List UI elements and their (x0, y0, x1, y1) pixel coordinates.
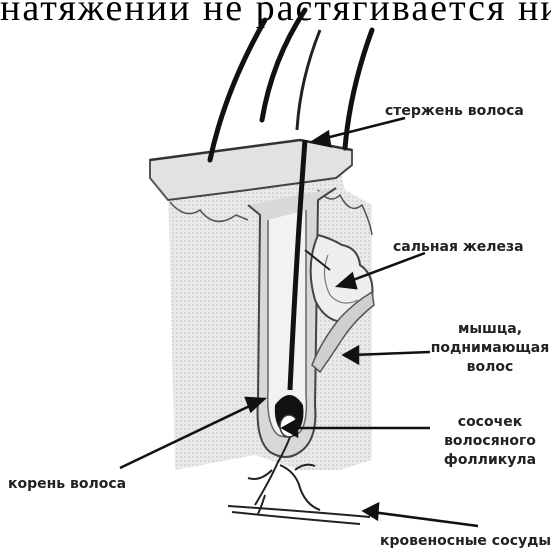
label-line: волос (430, 358, 550, 377)
label-line: фолликула (430, 451, 550, 470)
hair-strand (210, 20, 265, 160)
label-papilla: сосочек волосяного фолликула (430, 413, 550, 470)
label-line: поднимающая (430, 339, 550, 358)
label-hair-root: корень волоса (8, 475, 126, 494)
hair-strand (297, 30, 320, 130)
label-blood-vessels: кровеносные сосуды (380, 532, 551, 551)
label-line: сосочек (430, 413, 550, 432)
label-line: волосяного (430, 432, 550, 451)
label-arrector-pili-muscle: мышца, поднимающая волос (430, 320, 550, 377)
label-hair-shaft: стержень волоса (385, 102, 524, 121)
label-sebaceous-gland: сальная железа (393, 238, 524, 257)
label-line: мышца, (430, 320, 550, 339)
